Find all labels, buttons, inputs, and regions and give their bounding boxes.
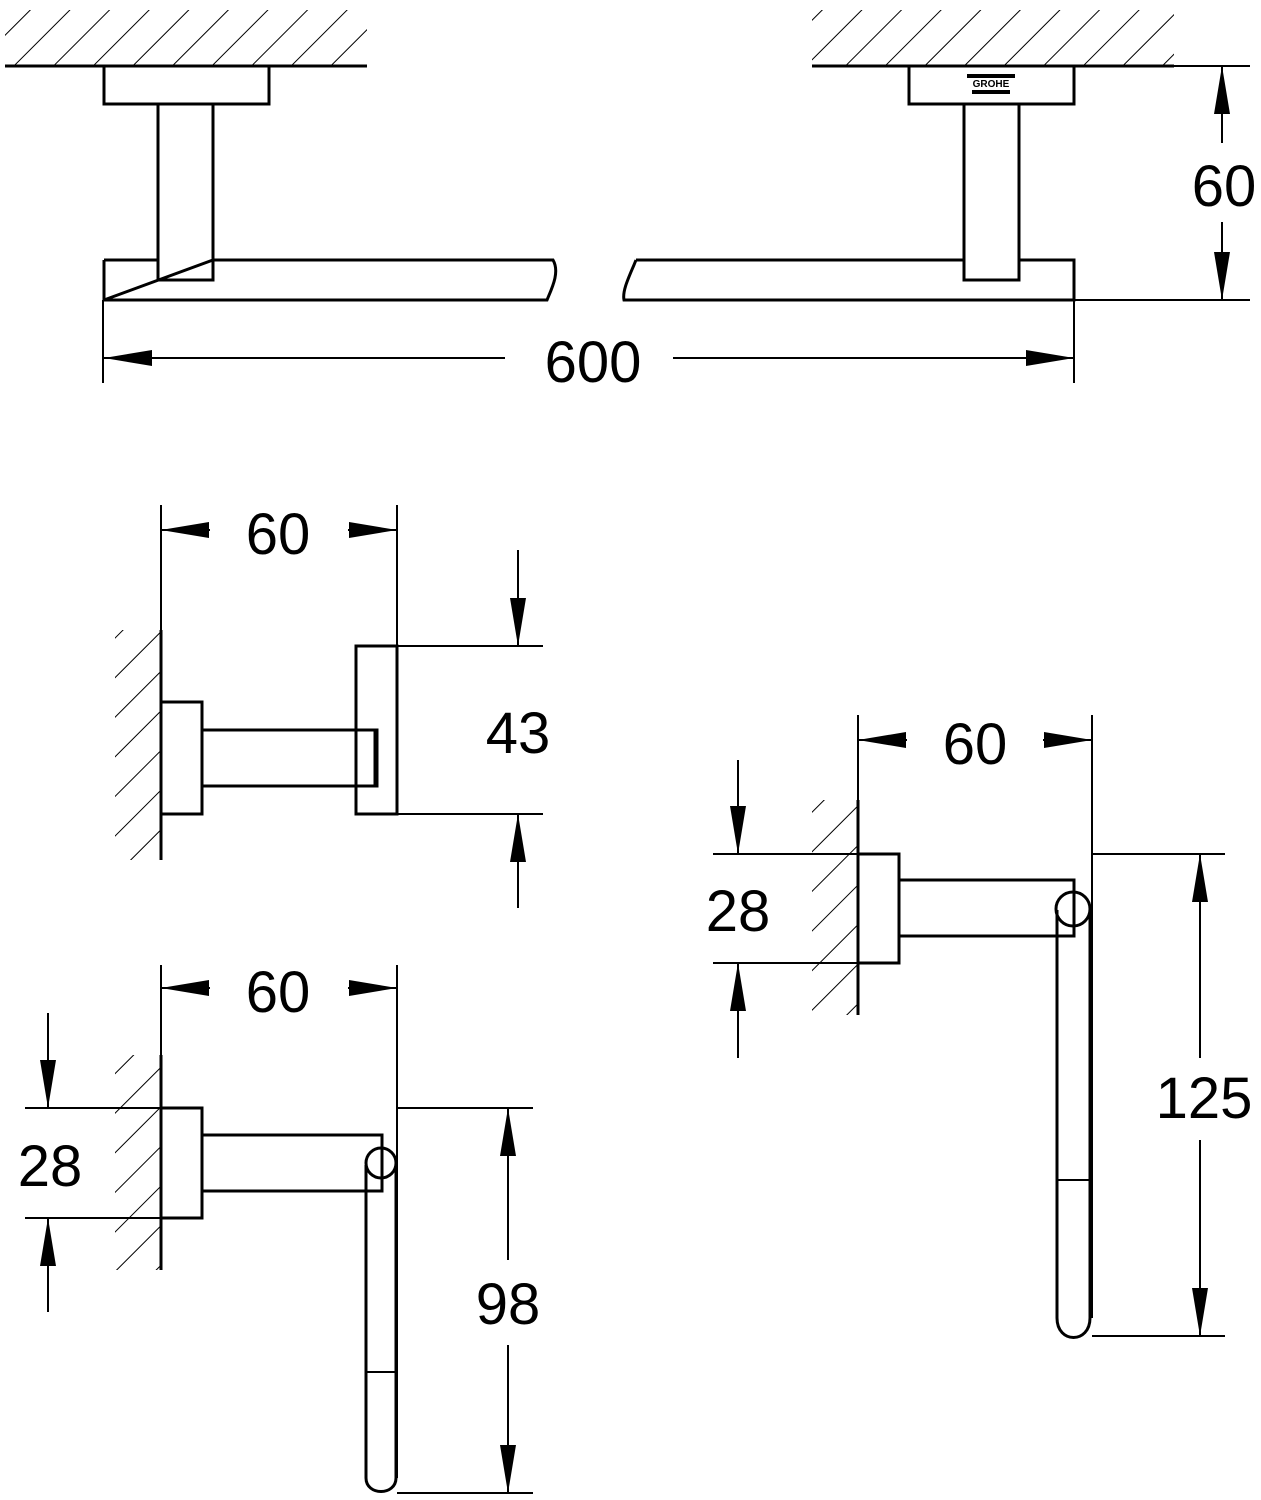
wall-hatch-ring-small <box>115 1055 160 1270</box>
dim-label-28-ring-large: 28 <box>706 879 771 944</box>
bar-right-segment <box>622 258 1076 302</box>
grohe-logo: GROHE <box>967 74 1015 94</box>
dimension-width: 600 <box>102 300 1075 395</box>
wall-hatch-ring-large <box>812 800 857 1015</box>
dim-label-60-hook: 60 <box>246 502 311 567</box>
towel-bar-view: GROHE 600 60 <box>5 10 1256 395</box>
dim-label-60-ring-small: 60 <box>246 960 311 1025</box>
dim-label-28-ring-small: 28 <box>18 1134 83 1199</box>
dim-label-125: 125 <box>1156 1066 1253 1131</box>
bar-left-segment <box>103 258 558 302</box>
robe-hook-view: 60 43 <box>115 502 550 908</box>
svg-text:GROHE: GROHE <box>973 79 1010 90</box>
dim-label-43: 43 <box>486 701 551 766</box>
wall-hatch-left <box>5 10 367 65</box>
dim-label-60-bar: 60 <box>1192 154 1257 219</box>
dimension-ring-small-drop: 98 <box>397 1107 541 1494</box>
dimension-ring-large-rosette: 28 <box>706 760 858 1058</box>
dimension-depth: 60 <box>1074 65 1257 301</box>
dimension-ring-small-rosette: 28 <box>18 1013 161 1312</box>
wall-hatch-right <box>812 10 1174 65</box>
dim-label-600: 600 <box>545 330 642 395</box>
wall-hatch-hook <box>115 630 160 860</box>
left-mount <box>102 64 271 282</box>
ring-small-view: 60 28 98 <box>18 960 541 1494</box>
dimension-ring-large-depth: 60 <box>857 712 1093 1318</box>
dimension-ring-large-drop: 125 <box>1092 853 1253 1337</box>
dim-label-98: 98 <box>476 1272 541 1337</box>
ring-large-view: 60 28 125 <box>706 712 1253 1339</box>
dimension-hook-depth: 60 <box>160 502 398 646</box>
dimension-hook-height: 43 <box>397 550 550 908</box>
right-mount <box>907 64 1076 282</box>
dimension-ring-small-depth: 60 <box>160 960 398 1478</box>
dim-label-60-ring-large: 60 <box>943 712 1008 777</box>
